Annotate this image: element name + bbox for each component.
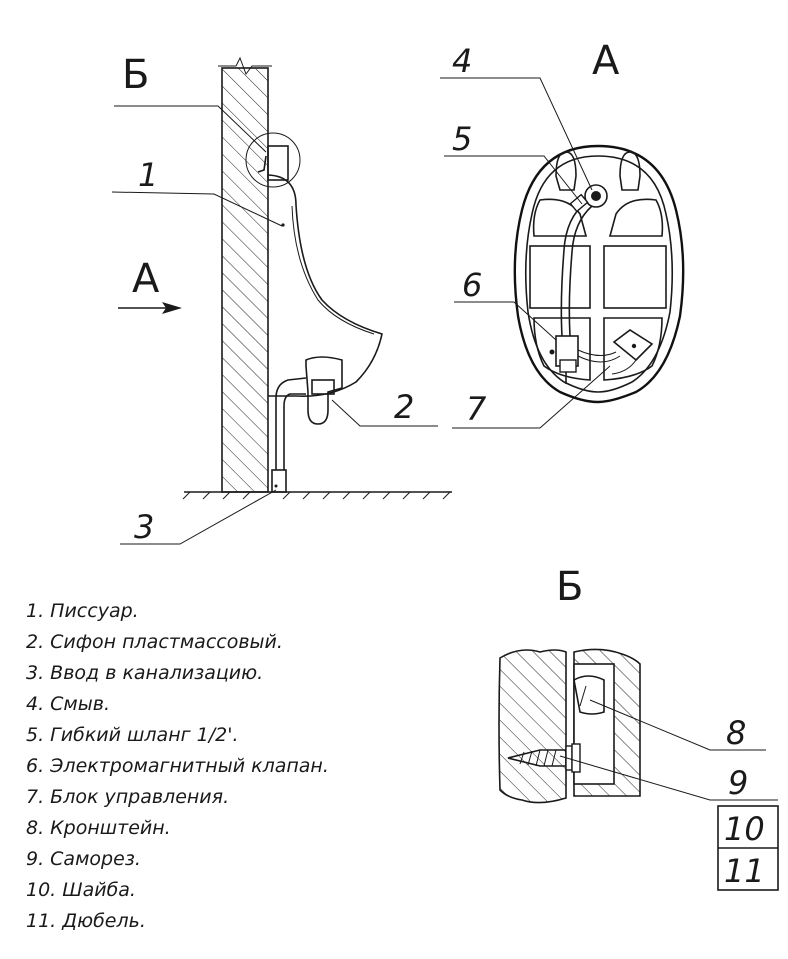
callout-5: 5 xyxy=(452,120,472,158)
callout-11: 11 xyxy=(724,852,765,890)
callout-8: 8 xyxy=(726,714,746,752)
detail-bracket xyxy=(573,675,605,715)
legend-item: 7. Блок управления. xyxy=(26,786,230,808)
flush-nozzle xyxy=(584,184,608,208)
urinal-back-outline xyxy=(513,144,685,404)
legend-item: 1. Писсуар. xyxy=(26,600,139,622)
flexible-hose xyxy=(560,201,587,337)
legend-item: 10. Шайба. xyxy=(26,879,136,901)
urinal-body xyxy=(267,174,383,398)
legend-item: 8. Кронштейн. xyxy=(26,817,171,839)
callout-1: 1 xyxy=(138,156,158,194)
parts-legend: 1. Писсуар. 2. Сифон пластмассовый. 3. В… xyxy=(26,596,329,937)
callout-7: 7 xyxy=(466,390,487,428)
detail-b-circle xyxy=(245,132,301,188)
bracket-small xyxy=(267,145,289,181)
mount-slot-left xyxy=(555,151,577,191)
mount-slot-right xyxy=(619,151,641,191)
wall-break-mark xyxy=(218,56,272,76)
callout-6: 6 xyxy=(462,266,482,304)
callout-2: 2 xyxy=(394,388,414,426)
detail-b: Б 8 9 10 11 xyxy=(498,564,779,891)
legend-item: 9. Саморез. xyxy=(26,848,141,870)
control-block xyxy=(612,329,654,362)
callout-4: 4 xyxy=(452,42,472,80)
view-a-side-label: А xyxy=(132,256,160,302)
callout-3: 3 xyxy=(134,508,154,546)
callout-10: 10 xyxy=(724,810,765,848)
siphon-trap xyxy=(305,356,343,425)
legend-item: 3. Ввод в канализацию. xyxy=(26,662,264,684)
side-view: А Б 1 2 3 xyxy=(111,52,452,546)
view-b-top-label: Б xyxy=(122,52,149,98)
callout-9: 9 xyxy=(728,764,748,802)
detail-b-title: Б xyxy=(556,564,583,610)
legend-item: 6. Электромагнитный клапан. xyxy=(26,755,329,777)
legend-item: 11. Дюбель. xyxy=(26,910,146,932)
legend-item: 2. Сифон пластмассовый. xyxy=(26,631,283,653)
floor-hatching xyxy=(182,491,451,500)
view-a: А 4 5 xyxy=(440,38,685,429)
detail-wall-section xyxy=(498,649,567,804)
legend-item: 4. Смыв. xyxy=(26,693,111,715)
wall xyxy=(221,67,269,493)
view-a-title: А xyxy=(592,38,620,84)
legend-item: 5. Гибкий шланг 1/2'. xyxy=(26,724,239,746)
